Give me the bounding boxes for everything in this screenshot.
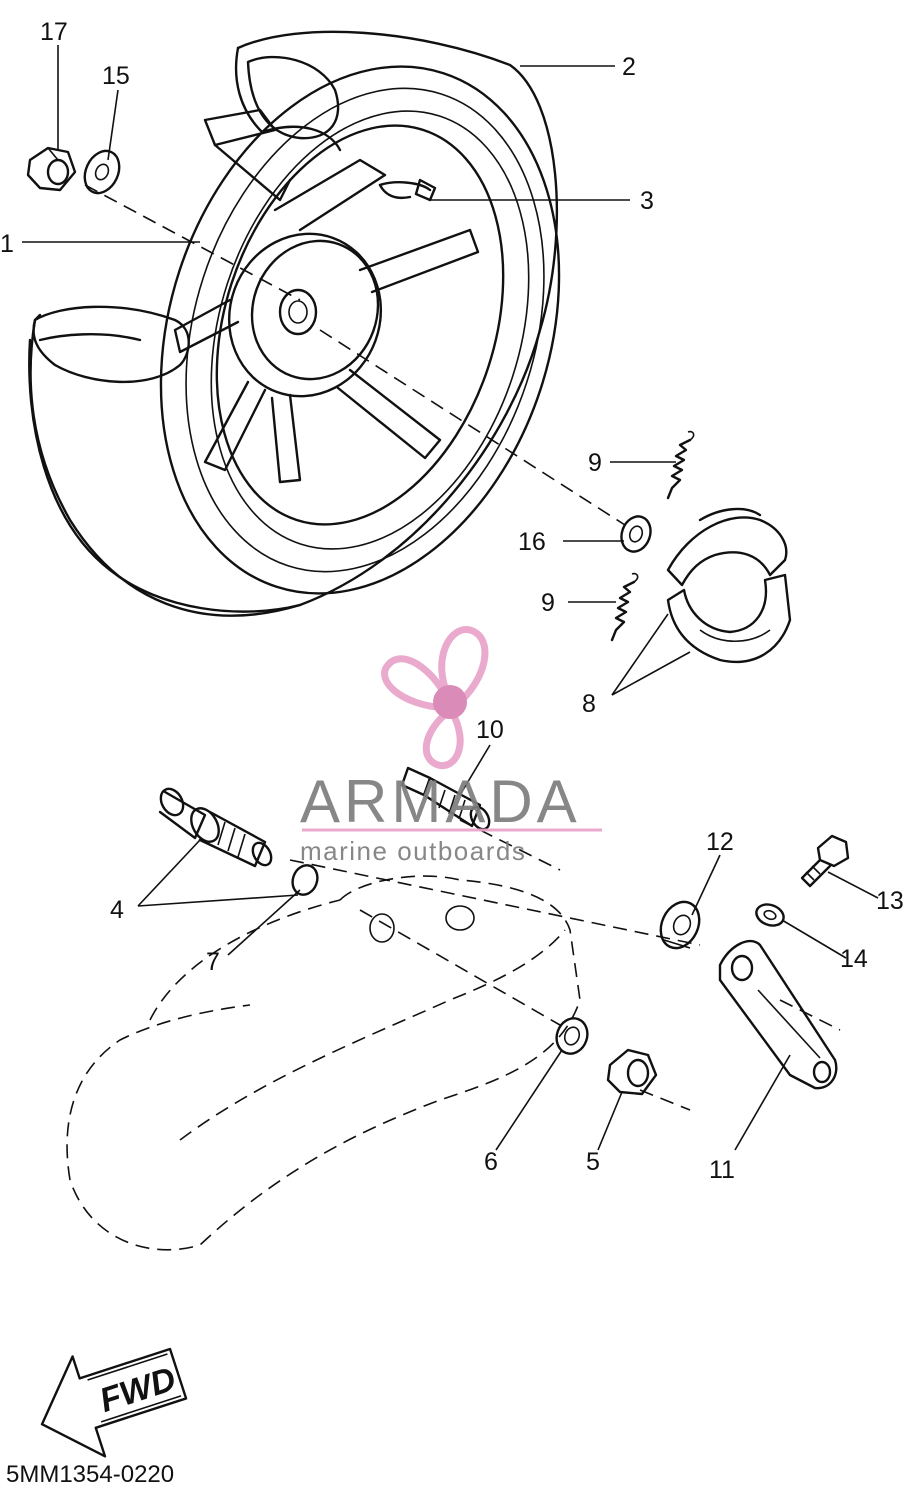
- callout-12: 12: [706, 828, 734, 856]
- axle-4: [158, 787, 273, 868]
- callout-8: 8: [582, 690, 596, 718]
- watermark-tagline: marine outboards: [300, 836, 526, 866]
- callout-10: 10: [476, 716, 504, 744]
- spring-9-upper: [666, 430, 695, 500]
- axis-line-axle: [359, 909, 561, 1026]
- diagram-code: 5MM1354-0220: [6, 1461, 174, 1488]
- callout-4: 4: [110, 896, 124, 924]
- callout-7: 7: [206, 948, 220, 976]
- brake-shoe-set-8: [666, 507, 792, 663]
- watermark: ARMADA marine outboards: [300, 626, 602, 866]
- watermark-brand: ARMADA: [300, 768, 581, 835]
- axis-line-arm: [779, 999, 841, 1031]
- axis-line-shaft: [459, 819, 561, 871]
- axis-line-nut: [639, 1089, 691, 1111]
- callout-15: 15: [102, 62, 130, 90]
- fwd-arrow: FWD: [40, 1347, 188, 1458]
- bolt-13: [800, 834, 850, 888]
- callout-17: 17: [40, 18, 68, 46]
- washer-15: [83, 149, 121, 195]
- axis-line-main: [319, 329, 626, 526]
- camshaft-10: [400, 766, 491, 831]
- callout-3: 3: [640, 187, 654, 215]
- callout-2: 2: [622, 53, 636, 81]
- callout-16: 16: [518, 528, 546, 556]
- propeller-logo-icon: [381, 626, 489, 770]
- brake-arm-11: [718, 939, 838, 1090]
- washer-14: [755, 903, 785, 927]
- washer-6: [555, 1017, 589, 1055]
- nut-5: [606, 1048, 658, 1096]
- callout-11: 11: [709, 1156, 735, 1184]
- callout-9-upper: 9: [588, 449, 602, 477]
- axis-line-lower: [289, 859, 701, 946]
- nut-17: [26, 146, 77, 192]
- o-ring-7: [291, 864, 319, 896]
- swingarm-housing: [66, 875, 581, 1251]
- callout-13: 13: [876, 887, 904, 915]
- plate-washer-12: [659, 900, 701, 950]
- callout-5: 5: [586, 1148, 600, 1176]
- callout-1: 1: [0, 230, 14, 258]
- spring-9-lower: [610, 572, 639, 642]
- wheel-assembly: [28, 30, 561, 617]
- callout-labels: 1 2 3 4 5 6 7 8 9 9 10 11 12 13 14 15 16…: [0, 18, 904, 1184]
- callout-9-lower: 9: [541, 589, 555, 617]
- leader-lines: [22, 45, 879, 1151]
- washer-16: [620, 515, 652, 553]
- callout-14: 14: [840, 945, 868, 973]
- callout-6: 6: [484, 1148, 498, 1176]
